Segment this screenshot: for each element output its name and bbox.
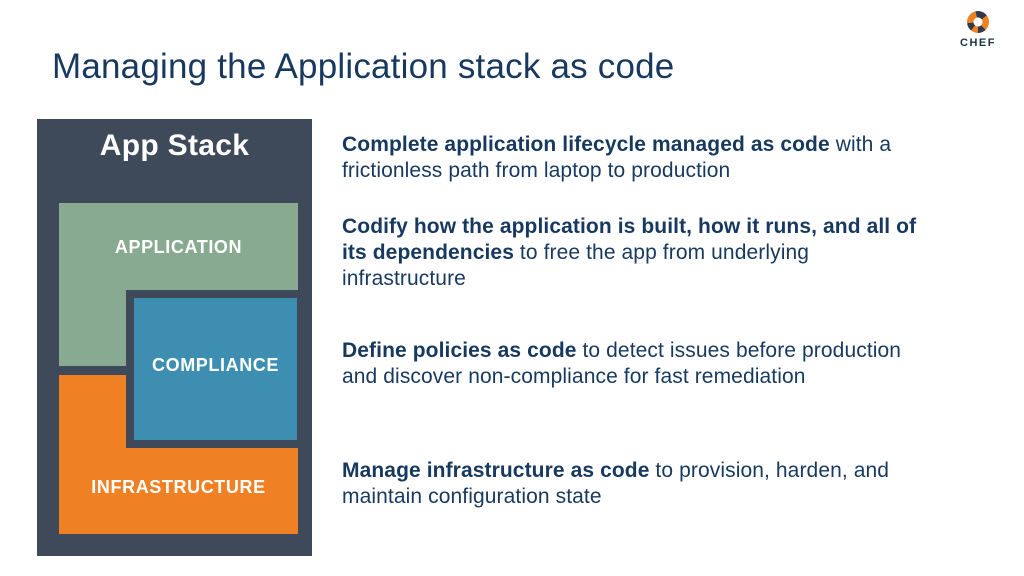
bullet-application-lifecycle: Complete application lifecycle managed a… <box>342 132 1024 184</box>
bullet-regular-text: to provision, harden, and maintain confi… <box>342 459 890 508</box>
layer-application-label: APPLICATION <box>114 237 243 257</box>
bullet-bold-text: Complete application lifecycle managed a… <box>342 133 830 156</box>
slide-title: Managing the Application stack as code <box>52 47 675 86</box>
app-stack-heading: App Stack <box>99 129 250 162</box>
bullet-regular-text: to free the app from underlying infrastr… <box>342 241 810 290</box>
layer-compliance-label: COMPLIANCE <box>152 355 279 375</box>
chef-logo-wordmark: CHEF <box>960 37 996 49</box>
bullet-define-policies: Define policies as code to detect issues… <box>342 338 1024 390</box>
app-stack-panel: App Stack APPLICATION INFRASTRUCTURE COM… <box>37 119 312 556</box>
layer-infrastructure-label: INFRASTRUCTURE <box>91 477 266 497</box>
bullet-bold-text: Codify how the application is built, how… <box>342 215 917 264</box>
chef-logo-icon <box>967 11 989 33</box>
bullet-codify-application: Codify how the application is built, how… <box>342 214 1024 292</box>
layer-compliance: COMPLIANCE <box>126 290 305 448</box>
bullet-regular-text: with a frictionless path from laptop to … <box>342 133 892 182</box>
bullet-bold-text: Manage infrastructure as code <box>342 459 650 482</box>
bullet-manage-infrastructure: Manage infrastructure as code to provisi… <box>342 458 1024 510</box>
bullet-regular-text: to detect issues before production and d… <box>342 339 902 388</box>
bullet-bold-text: Define policies as code <box>342 339 577 362</box>
chef-logo: CHEF <box>954 11 1002 49</box>
